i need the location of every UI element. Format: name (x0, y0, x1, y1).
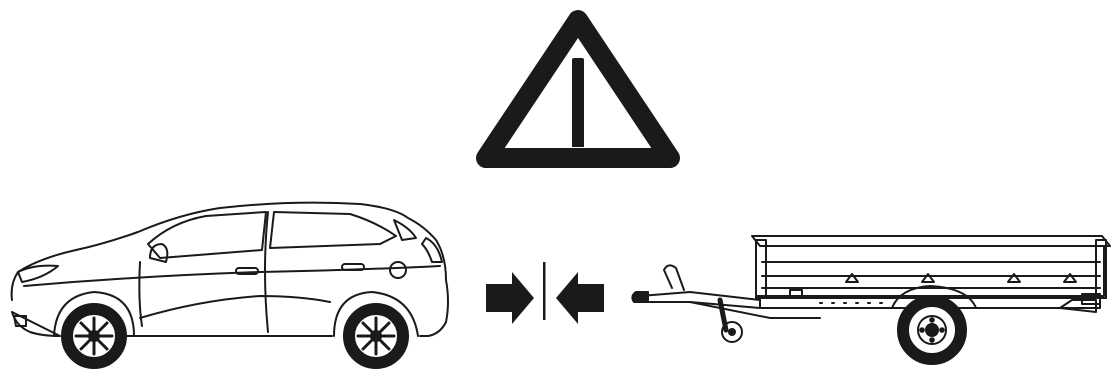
trailer-mudflap (1060, 300, 1096, 312)
exclamation-dot (572, 134, 584, 147)
arrow-left-icon (556, 272, 604, 324)
trailer-box-top (752, 236, 1110, 246)
coupling-separator (543, 262, 546, 320)
body-crease (24, 266, 440, 286)
rear-door-handle (342, 264, 364, 270)
trailer-drawbar (640, 292, 760, 308)
tail-window (394, 220, 416, 240)
warning-triangle-icon (486, 20, 670, 158)
arrow-right-icon (486, 272, 534, 324)
trailer-wheel (898, 296, 966, 364)
coupling-indicator (486, 262, 604, 324)
front-wheel (62, 304, 126, 368)
front-window (148, 212, 266, 258)
rear-wheel (344, 304, 408, 368)
front-door-line (139, 262, 142, 326)
hatchback-car-icon (12, 203, 448, 368)
side-mirror (150, 244, 167, 262)
tail-light (422, 238, 442, 262)
rear-window (270, 212, 396, 248)
trailer-front-post (756, 240, 766, 298)
front-door-handle (236, 268, 258, 274)
trailer-coupling-head (632, 292, 648, 302)
lower-crease (140, 296, 330, 318)
box-trailer-icon (632, 236, 1110, 364)
exclamation-bar (572, 58, 584, 136)
fuel-cap (390, 262, 406, 278)
trailer-handbrake (664, 265, 684, 290)
